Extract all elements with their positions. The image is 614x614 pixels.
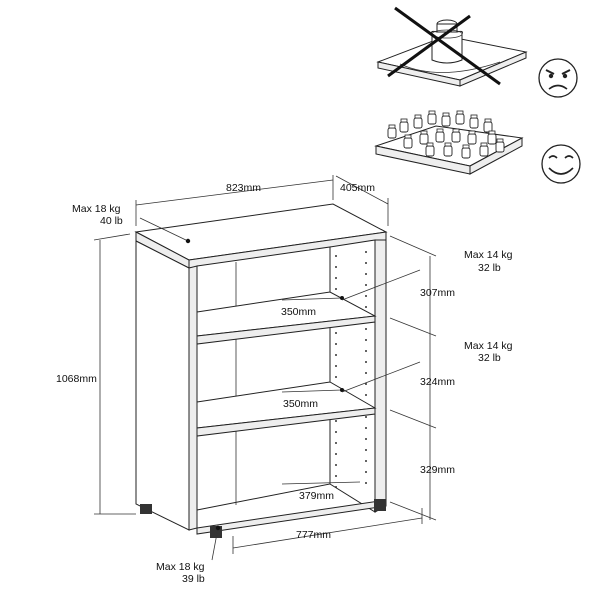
distributed-load-icon <box>374 110 524 175</box>
dimension-lines <box>93 175 437 561</box>
angry-face-icon <box>538 58 578 98</box>
gap-label-2: 324mm <box>420 376 455 388</box>
base-width-label: 777mm <box>296 529 331 541</box>
crossed-out-single-heavy-load-icon <box>376 6 528 87</box>
shelf-2 <box>196 381 377 437</box>
bookcase <box>134 203 388 538</box>
height-label: 1068mm <box>56 373 97 385</box>
back-panel <box>196 246 331 511</box>
shelf-width-label-2: 350mm <box>283 398 318 410</box>
bottom-load-lb: 39 lb <box>182 573 205 585</box>
top-load-kg: Max 18 kg <box>72 203 121 215</box>
shelf-1 <box>196 291 377 345</box>
width-label: 823mm <box>226 182 261 194</box>
gap-label-1: 307mm <box>420 287 455 299</box>
inner-width-label: 379mm <box>299 490 334 502</box>
shelf2-load-lb: 32 lb <box>478 352 501 364</box>
gap-label-3: 329mm <box>420 464 455 476</box>
left-side-panel <box>135 240 190 531</box>
happy-face-icon <box>541 144 581 184</box>
shelf1-load-kg: Max 14 kg <box>464 249 513 261</box>
top-load-lb: 40 lb <box>100 215 123 227</box>
bottom-panel <box>196 499 387 535</box>
shelf-width-label-1: 350mm <box>281 306 316 318</box>
shelf1-load-lb: 32 lb <box>478 262 501 274</box>
depth-label: 405mm <box>340 182 375 194</box>
bottom-load-kg: Max 18 kg <box>156 561 205 573</box>
shelf2-load-kg: Max 14 kg <box>464 340 513 352</box>
